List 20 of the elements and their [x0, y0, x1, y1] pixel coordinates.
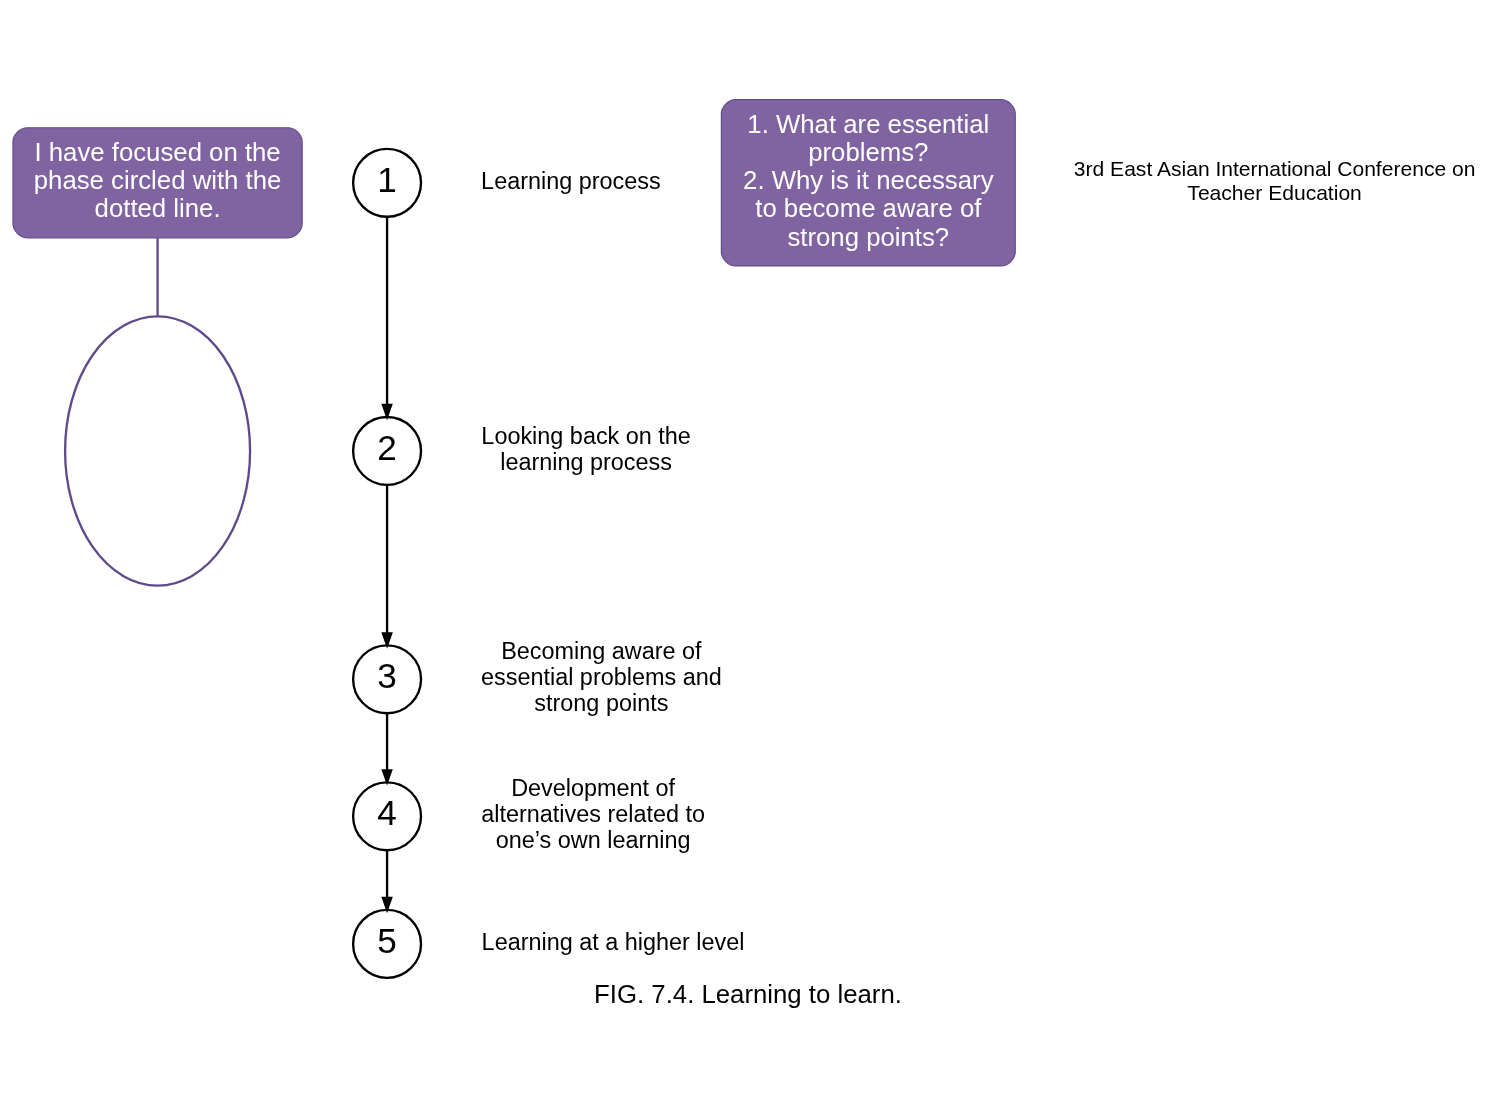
node-label: Looking back on the learning process [481, 422, 691, 475]
arrow [381, 217, 393, 421]
node-ellipse [63, 315, 252, 587]
node-label: Becoming aware of essential problems and strong points [480, 638, 722, 716]
node-circle: 4 [351, 781, 423, 852]
arrow [381, 850, 393, 914]
node-circle: 5 [351, 908, 423, 979]
caption: FIG. 7.4. Learning to learn. [594, 980, 902, 1009]
node-label: Learning process [481, 167, 661, 194]
node-box: I have focused on the phase circled with the dotted line. [12, 127, 303, 239]
label: 3rd East Asian International Conference on Teacher Education [1073, 157, 1476, 204]
node-circle: 2 [351, 415, 423, 487]
connector [156, 238, 159, 317]
node-label: Development of alternatives related to one’s own learning [481, 775, 706, 853]
node-circle: 3 [351, 644, 423, 715]
node-label: Learning at a higher level [481, 928, 745, 955]
arrow [381, 713, 393, 786]
arrow [381, 485, 393, 649]
node-box: 1. What are essential problems? 2. Why is it necessary to become aware of strong points? [720, 99, 1016, 267]
node-circle: 1 [351, 147, 423, 218]
